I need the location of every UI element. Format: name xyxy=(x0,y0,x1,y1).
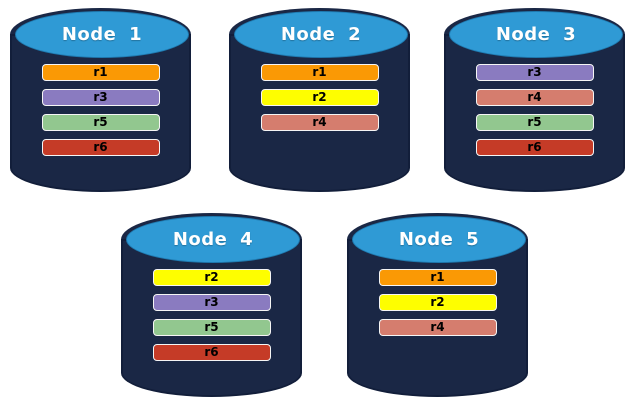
replica-bar: r6 xyxy=(152,344,271,361)
replica-list: r1 r3 r5 r6 xyxy=(10,64,191,156)
replica-bar: r4 xyxy=(378,319,497,336)
replica-bar: r6 xyxy=(475,139,594,156)
replica-bar: r2 xyxy=(152,269,271,286)
cylinder-top: Node 3 xyxy=(449,11,623,58)
replica-list: r1 r2 r4 xyxy=(347,269,528,336)
replica-bar: r4 xyxy=(260,114,379,131)
replica-list: r3 r4 r5 r6 xyxy=(444,64,625,156)
replica-bar: r1 xyxy=(378,269,497,286)
cylinder-body xyxy=(444,34,625,192)
replica-bar: r1 xyxy=(41,64,160,81)
db-node-1: Node 1 r1 r3 r5 r6 xyxy=(10,8,191,192)
cylinder-top: Node 2 xyxy=(234,11,408,58)
cylinder-body xyxy=(347,239,528,397)
replica-bar: r5 xyxy=(152,319,271,336)
db-node-5: Node 5 r1 r2 r4 xyxy=(347,213,528,397)
cylinder-top: Node 4 xyxy=(126,216,300,263)
replica-list: r1 r2 r4 xyxy=(229,64,410,131)
replica-bar: r4 xyxy=(475,89,594,106)
replica-bar: r5 xyxy=(41,114,160,131)
cylinder-body xyxy=(121,239,302,397)
cylinder-top: Node 5 xyxy=(352,216,526,263)
node-title: Node 5 xyxy=(398,229,480,250)
cylinder-top: Node 1 xyxy=(15,11,189,58)
replica-bar: r2 xyxy=(260,89,379,106)
replica-bar: r3 xyxy=(41,89,160,106)
replica-bar: r3 xyxy=(475,64,594,81)
replica-bar: r1 xyxy=(260,64,379,81)
replica-bar: r2 xyxy=(378,294,497,311)
replica-bar: r3 xyxy=(152,294,271,311)
node-title: Node 1 xyxy=(61,24,143,45)
cylinder-body xyxy=(10,34,191,192)
db-node-4: Node 4 r2 r3 r5 r6 xyxy=(121,213,302,397)
db-node-3: Node 3 r3 r4 r5 r6 xyxy=(444,8,625,192)
replica-bar: r6 xyxy=(41,139,160,156)
replica-bar: r5 xyxy=(475,114,594,131)
replica-list: r2 r3 r5 r6 xyxy=(121,269,302,361)
node-title: Node 4 xyxy=(172,229,254,250)
node-title: Node 2 xyxy=(280,24,362,45)
node-title: Node 3 xyxy=(495,24,577,45)
db-node-2: Node 2 r1 r2 r4 xyxy=(229,8,410,192)
